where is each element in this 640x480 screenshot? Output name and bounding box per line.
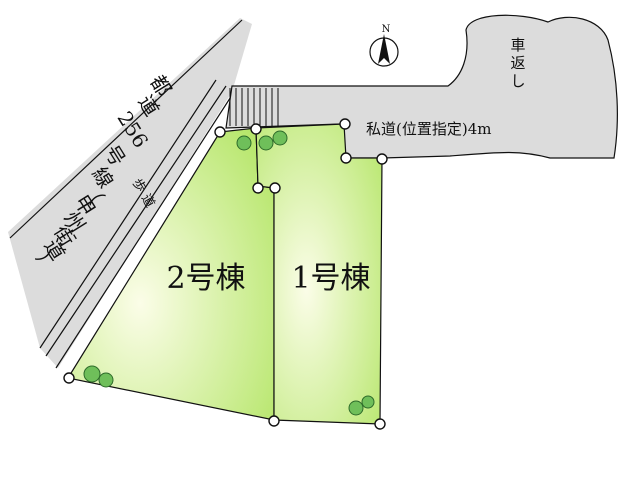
sidewalk-edge-1 (45, 85, 227, 357)
boundary-marker (268, 415, 280, 427)
boundary-marker (250, 123, 262, 135)
boundary-marker (339, 118, 351, 130)
sidewalk-char: 道 (138, 192, 157, 211)
turnaround-label: 車 返 し (510, 36, 525, 90)
boundary-marker (63, 372, 75, 384)
boundary-marker (252, 182, 264, 194)
boundary-marker (214, 126, 226, 138)
lot-2-label: 2号棟 (166, 261, 245, 296)
lot-1-label: 1号棟 (291, 261, 370, 296)
boundary-markers (63, 118, 388, 430)
main-road (8, 18, 252, 368)
private-road-label: 私道(位置指定)4m (366, 120, 491, 138)
compass-north-letter: N (382, 24, 391, 35)
turnaround-char: 車 (510, 36, 525, 54)
boundary-marker (374, 418, 386, 430)
road-edge-inner (39, 79, 217, 349)
sidewalk-label: 歩 道 (129, 176, 157, 210)
road-edge-outer (9, 19, 243, 239)
boundary-marker (340, 152, 352, 164)
turnaround-char: し (510, 72, 525, 90)
main-road-label: 都 道 256 号 線 （ 甲 州 街 道 ） (31, 71, 176, 277)
sidewalk-char: 歩 (129, 176, 148, 195)
turnaround-char: 返 (510, 54, 525, 72)
north-compass: N (369, 24, 399, 67)
compass-needle-icon (378, 34, 390, 64)
sidewalk-edge-2 (55, 91, 235, 369)
boundary-marker (376, 153, 388, 165)
private-road (225, 14, 618, 159)
tree-icon (83, 130, 375, 416)
boundary-marker (269, 182, 281, 194)
corner-hatch (229, 88, 279, 126)
